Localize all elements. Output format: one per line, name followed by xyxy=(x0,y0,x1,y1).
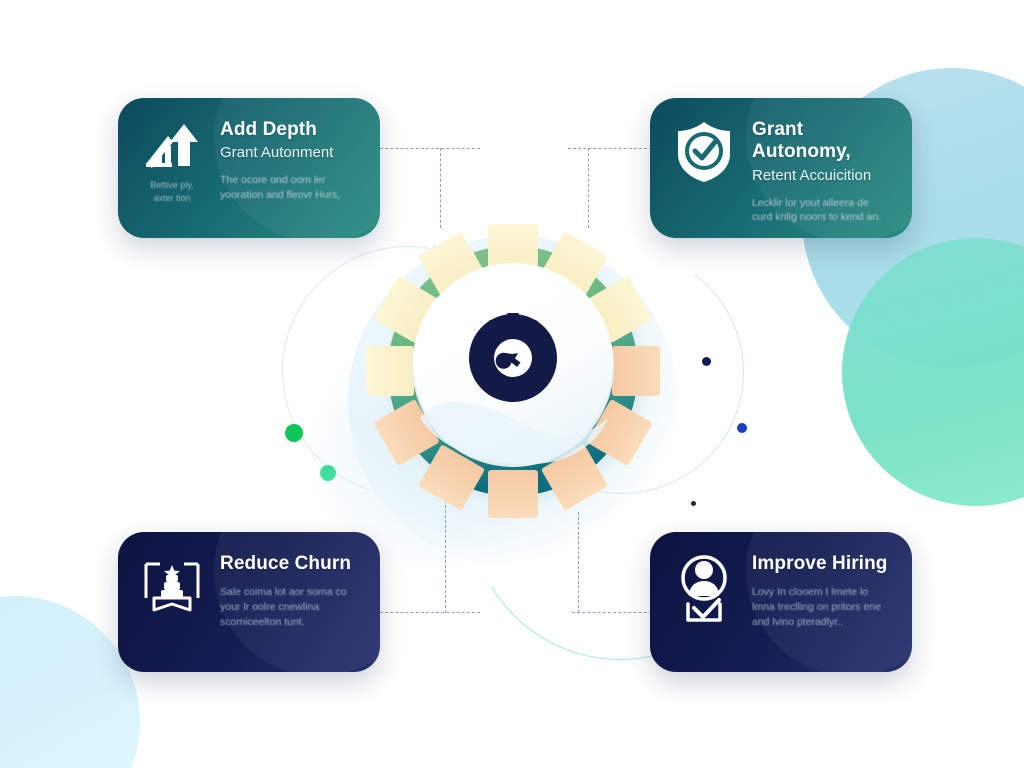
card-icon-wrap xyxy=(668,552,740,654)
card-text-wrap: Improve Hiring Lovy In clooem t lmete lo… xyxy=(752,552,894,654)
connector-bottom-left-horizontal xyxy=(380,612,480,613)
shield-check-icon xyxy=(678,122,730,182)
card-icon-caption: Bettive ply,axter tion xyxy=(150,180,194,203)
dot-blue xyxy=(737,423,747,433)
card-subtitle: Grant Autonment xyxy=(220,144,334,162)
gear-cog-icon xyxy=(469,313,557,402)
card-title: Grant Autonomy, xyxy=(752,119,851,163)
dot-green-mint xyxy=(320,465,336,481)
central-gear xyxy=(358,206,668,526)
card-improve-hiring[interactable]: Improve Hiring Lovy In clooem t lmete lo… xyxy=(650,532,912,672)
card-add-depth[interactable]: Bettive ply,axter tion Add Depth Grant A… xyxy=(118,98,380,238)
card-text-wrap: Add Depth Grant Autonment The ocore ond … xyxy=(220,118,362,220)
card-subtitle: Retent Accuicition xyxy=(752,166,872,184)
tiered-cake-icon xyxy=(144,562,200,612)
connector-top-left-horizontal xyxy=(380,148,480,149)
person-profile-check-icon xyxy=(681,555,727,622)
bar-chart-growth-arrow-icon xyxy=(146,124,198,168)
dot-navy-small xyxy=(691,501,696,506)
dot-navy xyxy=(702,357,711,366)
card-icon-wrap xyxy=(136,552,208,654)
card-icon-wrap xyxy=(668,118,740,220)
card-title: Add Depth xyxy=(220,119,317,140)
dot-green-dark xyxy=(285,424,303,442)
card-icon-wrap: Bettive ply,axter tion xyxy=(136,118,208,220)
card-title: Improve Hiring xyxy=(752,553,888,574)
card-text-wrap: Grant Autonomy, Retent Accuicition Leckl… xyxy=(752,118,894,223)
background-blob-mint-teal xyxy=(842,238,1024,506)
connector-top-right-horizontal xyxy=(568,148,652,149)
card-title: Reduce Churn xyxy=(220,553,352,574)
card-grant-autonomy[interactable]: Grant Autonomy, Retent Accuicition Leckl… xyxy=(650,98,912,238)
